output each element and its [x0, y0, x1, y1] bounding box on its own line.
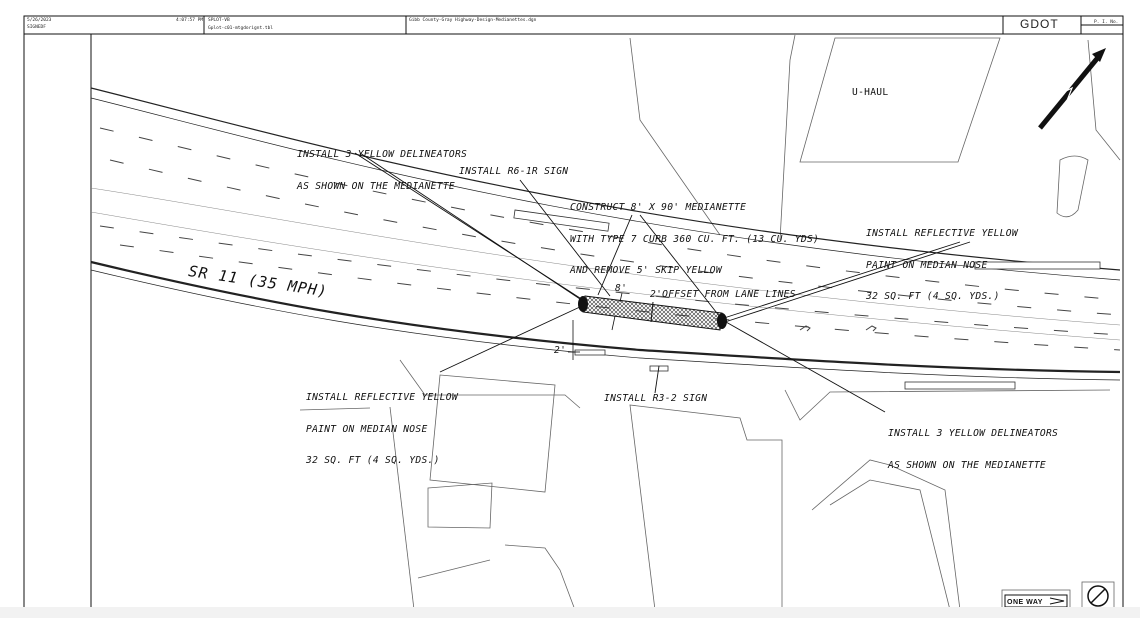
- no-turn-sign-icon: [1087, 585, 1109, 607]
- north-arrow-icon: [1038, 48, 1106, 130]
- plot-user: SIGNEDF: [27, 25, 46, 30]
- building-south-west: [429, 374, 556, 493]
- uhaul-building: [799, 37, 1001, 163]
- plot-project: SPLOT-VB: [208, 18, 230, 23]
- plot-date: 5/26/2023: [27, 18, 52, 23]
- dimension-8ft: 8': [615, 283, 628, 294]
- median-nose-west: [578, 296, 588, 312]
- business-label: U-HAUL: [852, 87, 889, 98]
- note-delineators-nw: INSTALL 3 YELLOW DELINEATORS AS SHOWN ON…: [297, 149, 468, 192]
- note-delineators-se: INSTALL 3 YELLOW DELINEATORS AS SHOWN ON…: [888, 428, 1059, 471]
- gdot-logo: GDOT: [1020, 17, 1059, 31]
- dimension-lines: [568, 292, 623, 360]
- note-paint-west: INSTALL REFLECTIVE YELLOW PAINT ON MEDIA…: [306, 392, 458, 466]
- title-block-frame: [23, 15, 1124, 612]
- plot-time: 4:07:57 PM: [176, 18, 204, 23]
- lane-markings: [99, 127, 1121, 351]
- islands: [513, 209, 1101, 390]
- note-offset: 2'OFFSET FROM LANE LINES: [650, 289, 796, 300]
- dimension-2ft: 2': [554, 345, 567, 356]
- viewer-bottom-bar: [0, 607, 1140, 618]
- note-paint-east: INSTALL REFLECTIVE YELLOW PAINT ON MEDIA…: [866, 228, 1018, 302]
- sheet-label: P. I. No.: [1094, 20, 1119, 25]
- building-south: [629, 404, 783, 611]
- plot-file: Gplot-c01-mtgdorignt.tbl: [208, 26, 274, 31]
- note-r6-sign: INSTALL R6-1R SIGN: [459, 166, 569, 177]
- note-r3-sign: INSTALL R3-2 SIGN: [604, 393, 708, 404]
- drawing-name: Gibb County-Gray Highway-Design-Medianet…: [409, 18, 537, 23]
- leader-lines: [354, 152, 971, 413]
- note-construct-medianette: CONSTRUCT 8' X 90' MEDIANETTE WITH TYPE …: [570, 202, 820, 276]
- one-way-label: ONE WAY: [1007, 599, 1043, 606]
- pavement-arrows: [799, 325, 877, 332]
